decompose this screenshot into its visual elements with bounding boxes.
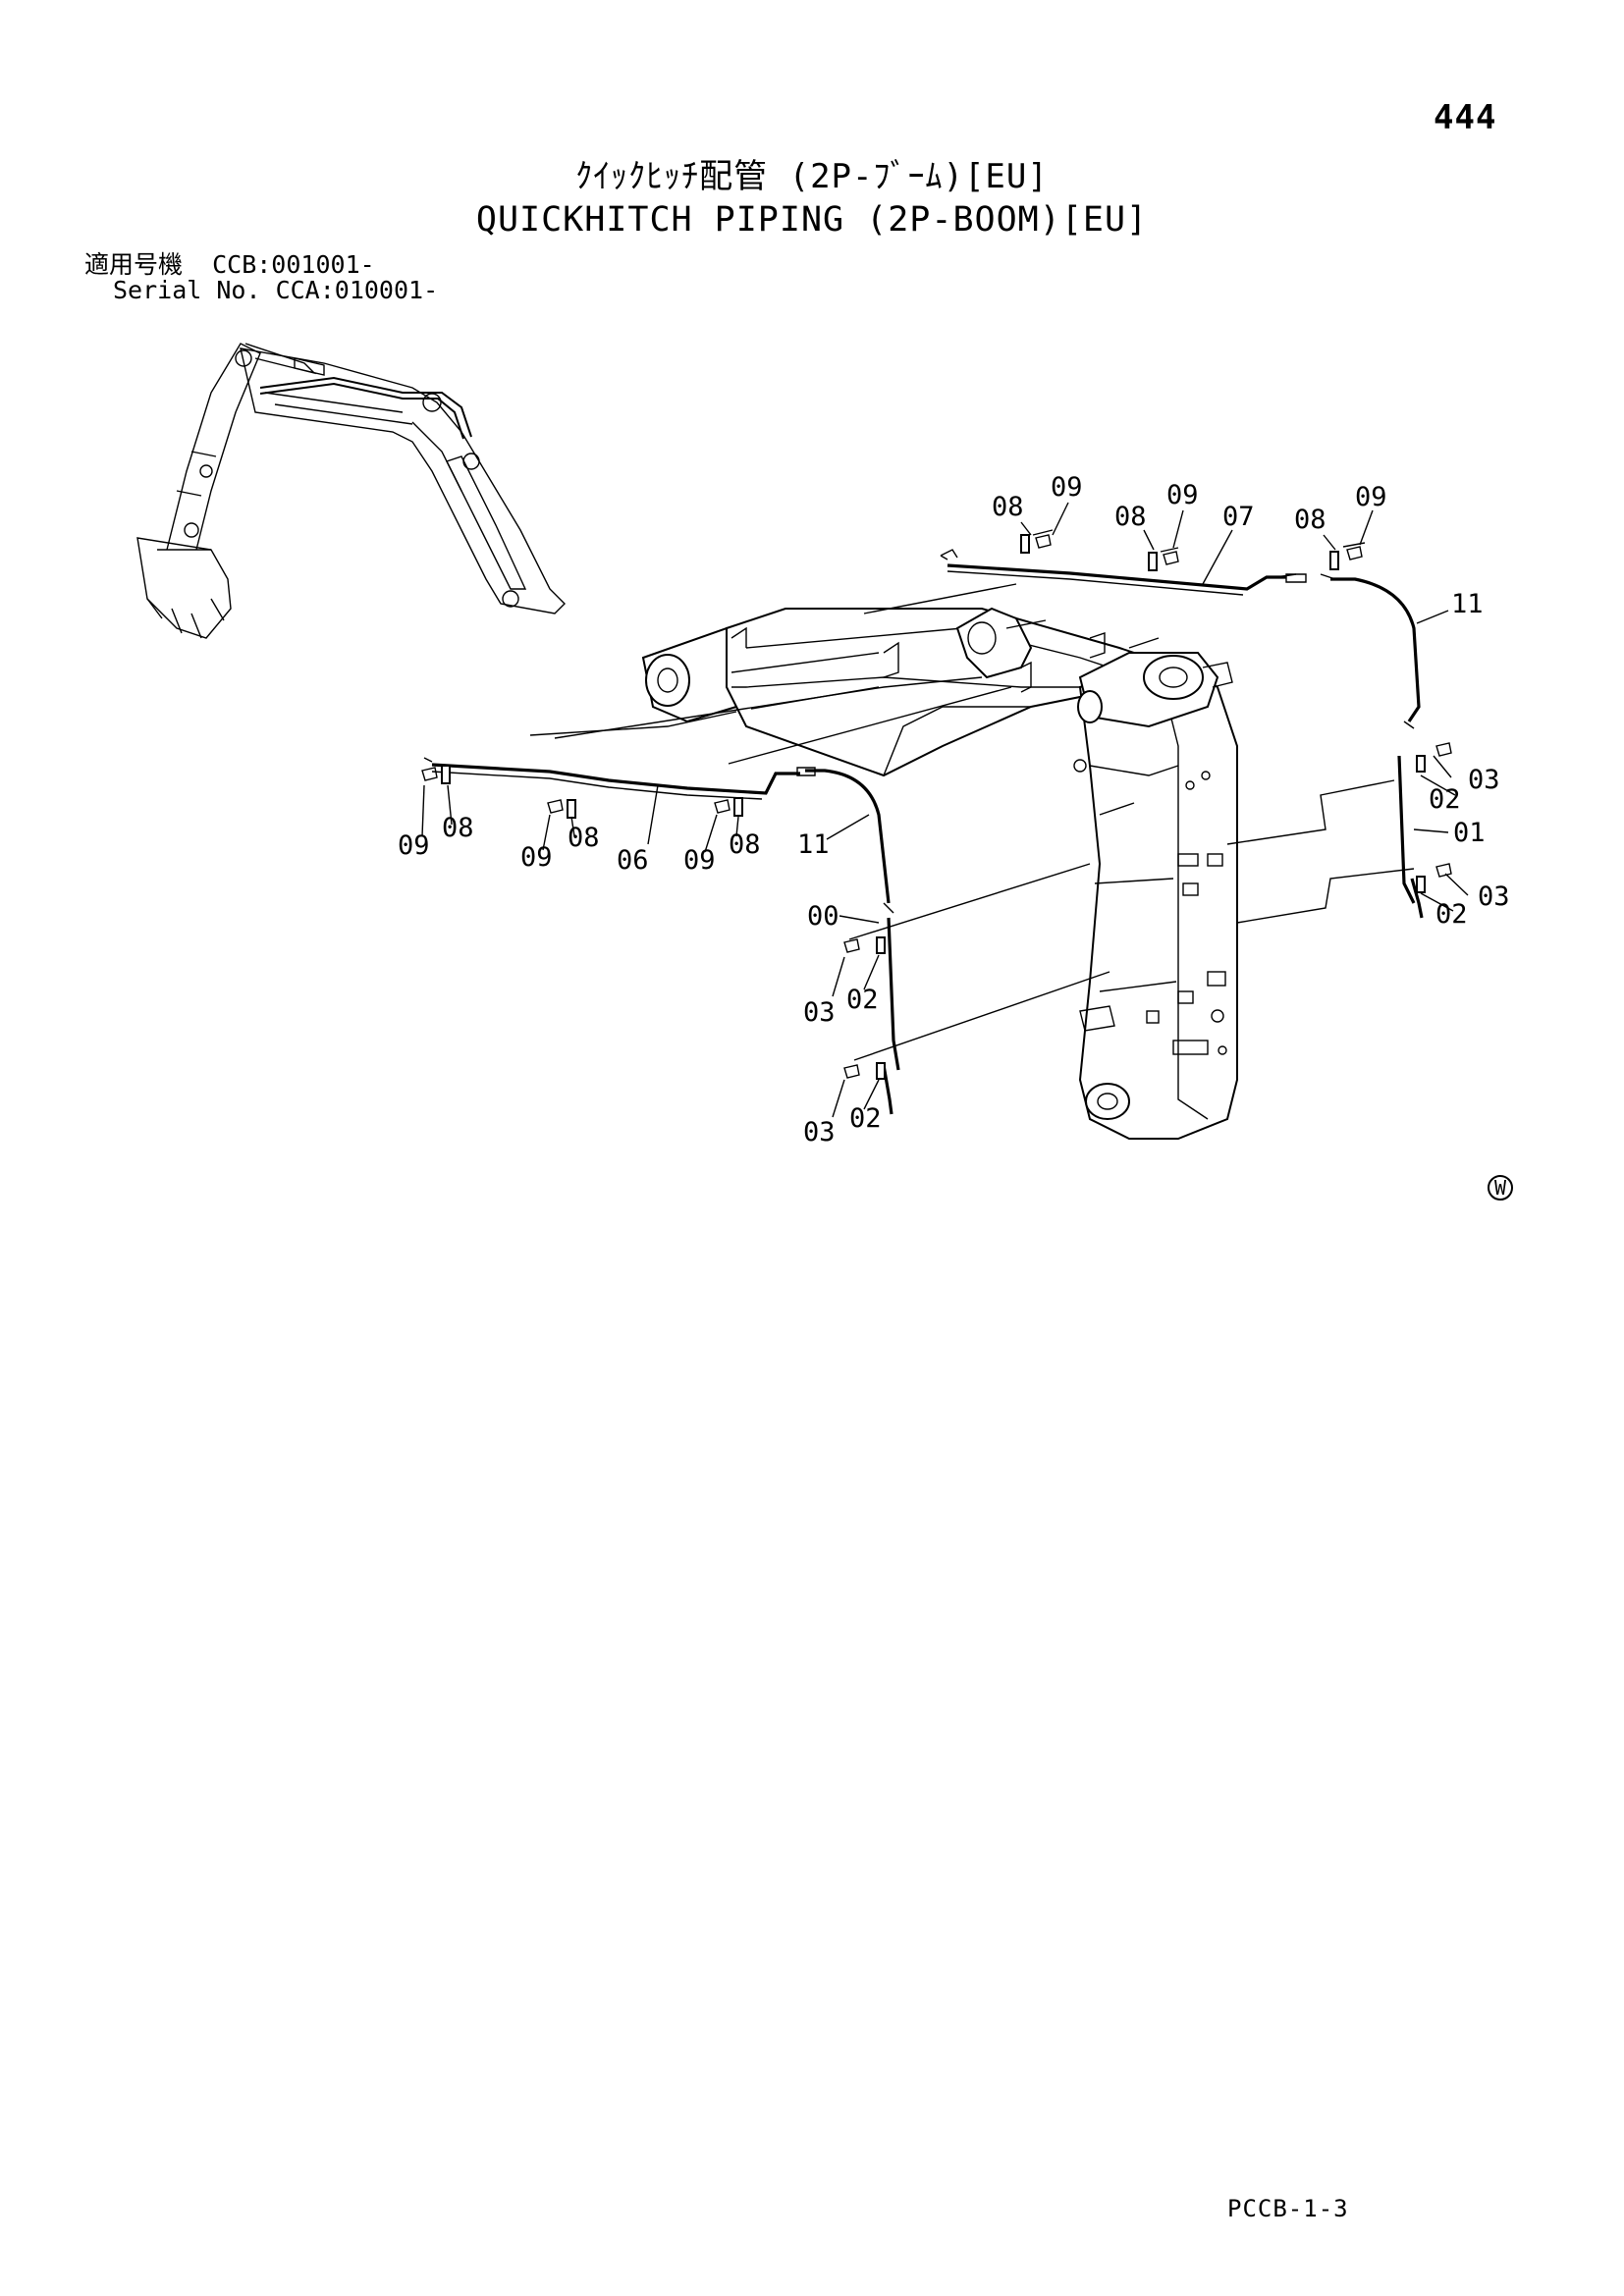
callout-07: 07 [1222,502,1255,532]
callout-02-mid-2: 02 [849,1103,882,1134]
callout-09-top-3: 09 [1355,482,1387,512]
callout-09-left-2: 09 [520,842,553,873]
hose-11-left [805,769,894,914]
footer-code: PCCB-1-3 [1227,2195,1349,2222]
callout-11-top: 11 [1451,589,1484,619]
callout-01: 01 [1453,818,1486,848]
title-japanese: ｸｲｯｸﾋｯﾁ配管 (2P-ﾌﾞｰﾑ)[EU] [575,157,1049,196]
callout-03-mid-2: 03 [803,1117,836,1148]
callout-09-left-3: 09 [683,845,716,876]
callout-09-top-2: 09 [1166,480,1199,510]
callout-08-left-1: 08 [442,813,474,843]
callout-leaders [421,502,1469,1118]
title-english: QUICKHITCH PIPING (2P-BOOM)[EU] [475,200,1149,240]
callout-08-top-2: 08 [1114,502,1147,532]
routing-lines [529,583,1415,1061]
callout-08-top-3: 08 [1294,505,1326,535]
w-mark-letter: W [1494,1176,1507,1200]
callout-02-right-1: 02 [1429,784,1461,815]
callout-02-mid-1: 02 [846,985,879,1015]
w-mark: W [1488,1175,1513,1201]
pipe-06 [423,757,800,800]
pipe-00 [882,917,900,1115]
callout-03-mid-1: 03 [803,997,836,1028]
pipe-01 [1397,755,1424,919]
applicable-serial-jp: 適用号機 CCB:001001- [84,250,375,279]
callout-11-left: 11 [797,829,830,860]
callout-08-left-2: 08 [568,823,600,853]
callout-03-right-2: 03 [1478,881,1510,912]
pipe-07 [940,555,1286,596]
callout-09-left-1: 09 [398,830,430,861]
callout-08-left-3: 08 [729,829,761,860]
callout-09-top-1: 09 [1051,472,1083,503]
applicable-serial-en: Serial No. CCA:010001- [113,276,439,304]
excavator-overview-illustration [136,343,566,639]
callout-06: 06 [617,845,649,876]
callout-08-top-1: 08 [992,492,1024,522]
clamp-bolt-sets [421,529,1452,1080]
callout-labels: 08 09 08 09 07 08 09 11 03 02 01 03 02 0… [398,472,1510,1148]
boom-assembly-illustration [641,607,1238,1140]
page-number: 444 [1434,98,1497,137]
hose-11-top [1330,577,1421,729]
callout-03-right-1: 03 [1468,765,1500,795]
callout-02-right-2: 02 [1435,899,1468,930]
callout-00: 00 [807,901,839,932]
